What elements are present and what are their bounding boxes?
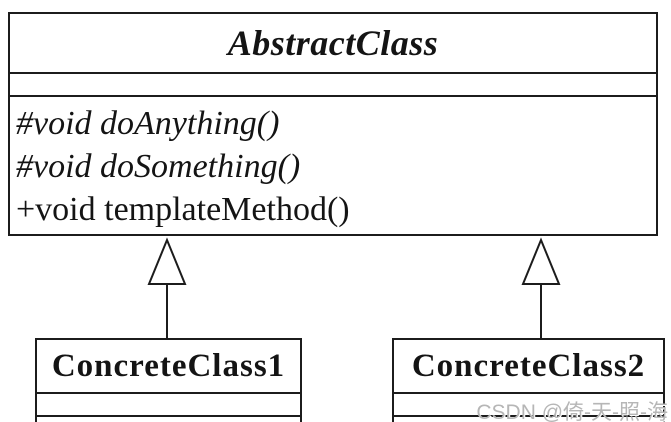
methods-compartment-abstractclass: #void doAnything() #void doSomething() +… bbox=[10, 95, 656, 234]
method-entry-dosomething: #void doSomething() bbox=[16, 148, 301, 185]
class-box-concreteclass2: ConcreteClass2 bbox=[392, 338, 665, 422]
class-box-concreteclass1: ConcreteClass1 bbox=[35, 338, 302, 422]
attributes-compartment-concreteclass1 bbox=[37, 392, 300, 415]
inheritance-connector-concreteclass1 bbox=[147, 237, 187, 341]
inheritance-triangle-icon bbox=[521, 237, 561, 285]
watermark-text: CSDN @倚-天-照-海 bbox=[476, 401, 668, 422]
class-box-abstractclass: AbstractClass #void doAnything() #void d… bbox=[8, 12, 658, 236]
class-name-concreteclass1: ConcreteClass1 bbox=[51, 347, 286, 384]
method-entry-doanything: #void doAnything() bbox=[16, 105, 280, 142]
methods-compartment-concreteclass1 bbox=[37, 415, 300, 422]
class-name-abstractclass: AbstractClass bbox=[227, 23, 439, 63]
method-entry-templatemethod: +void templateMethod() bbox=[16, 191, 350, 228]
attributes-compartment-concreteclass2 bbox=[394, 392, 663, 415]
inheritance-connector-concreteclass2 bbox=[521, 237, 561, 341]
class-name-concreteclass2: ConcreteClass2 bbox=[411, 347, 646, 384]
attributes-compartment-abstractclass bbox=[10, 72, 656, 95]
inheritance-triangle-icon bbox=[147, 237, 187, 285]
methods-compartment-concreteclass2 bbox=[394, 415, 663, 422]
